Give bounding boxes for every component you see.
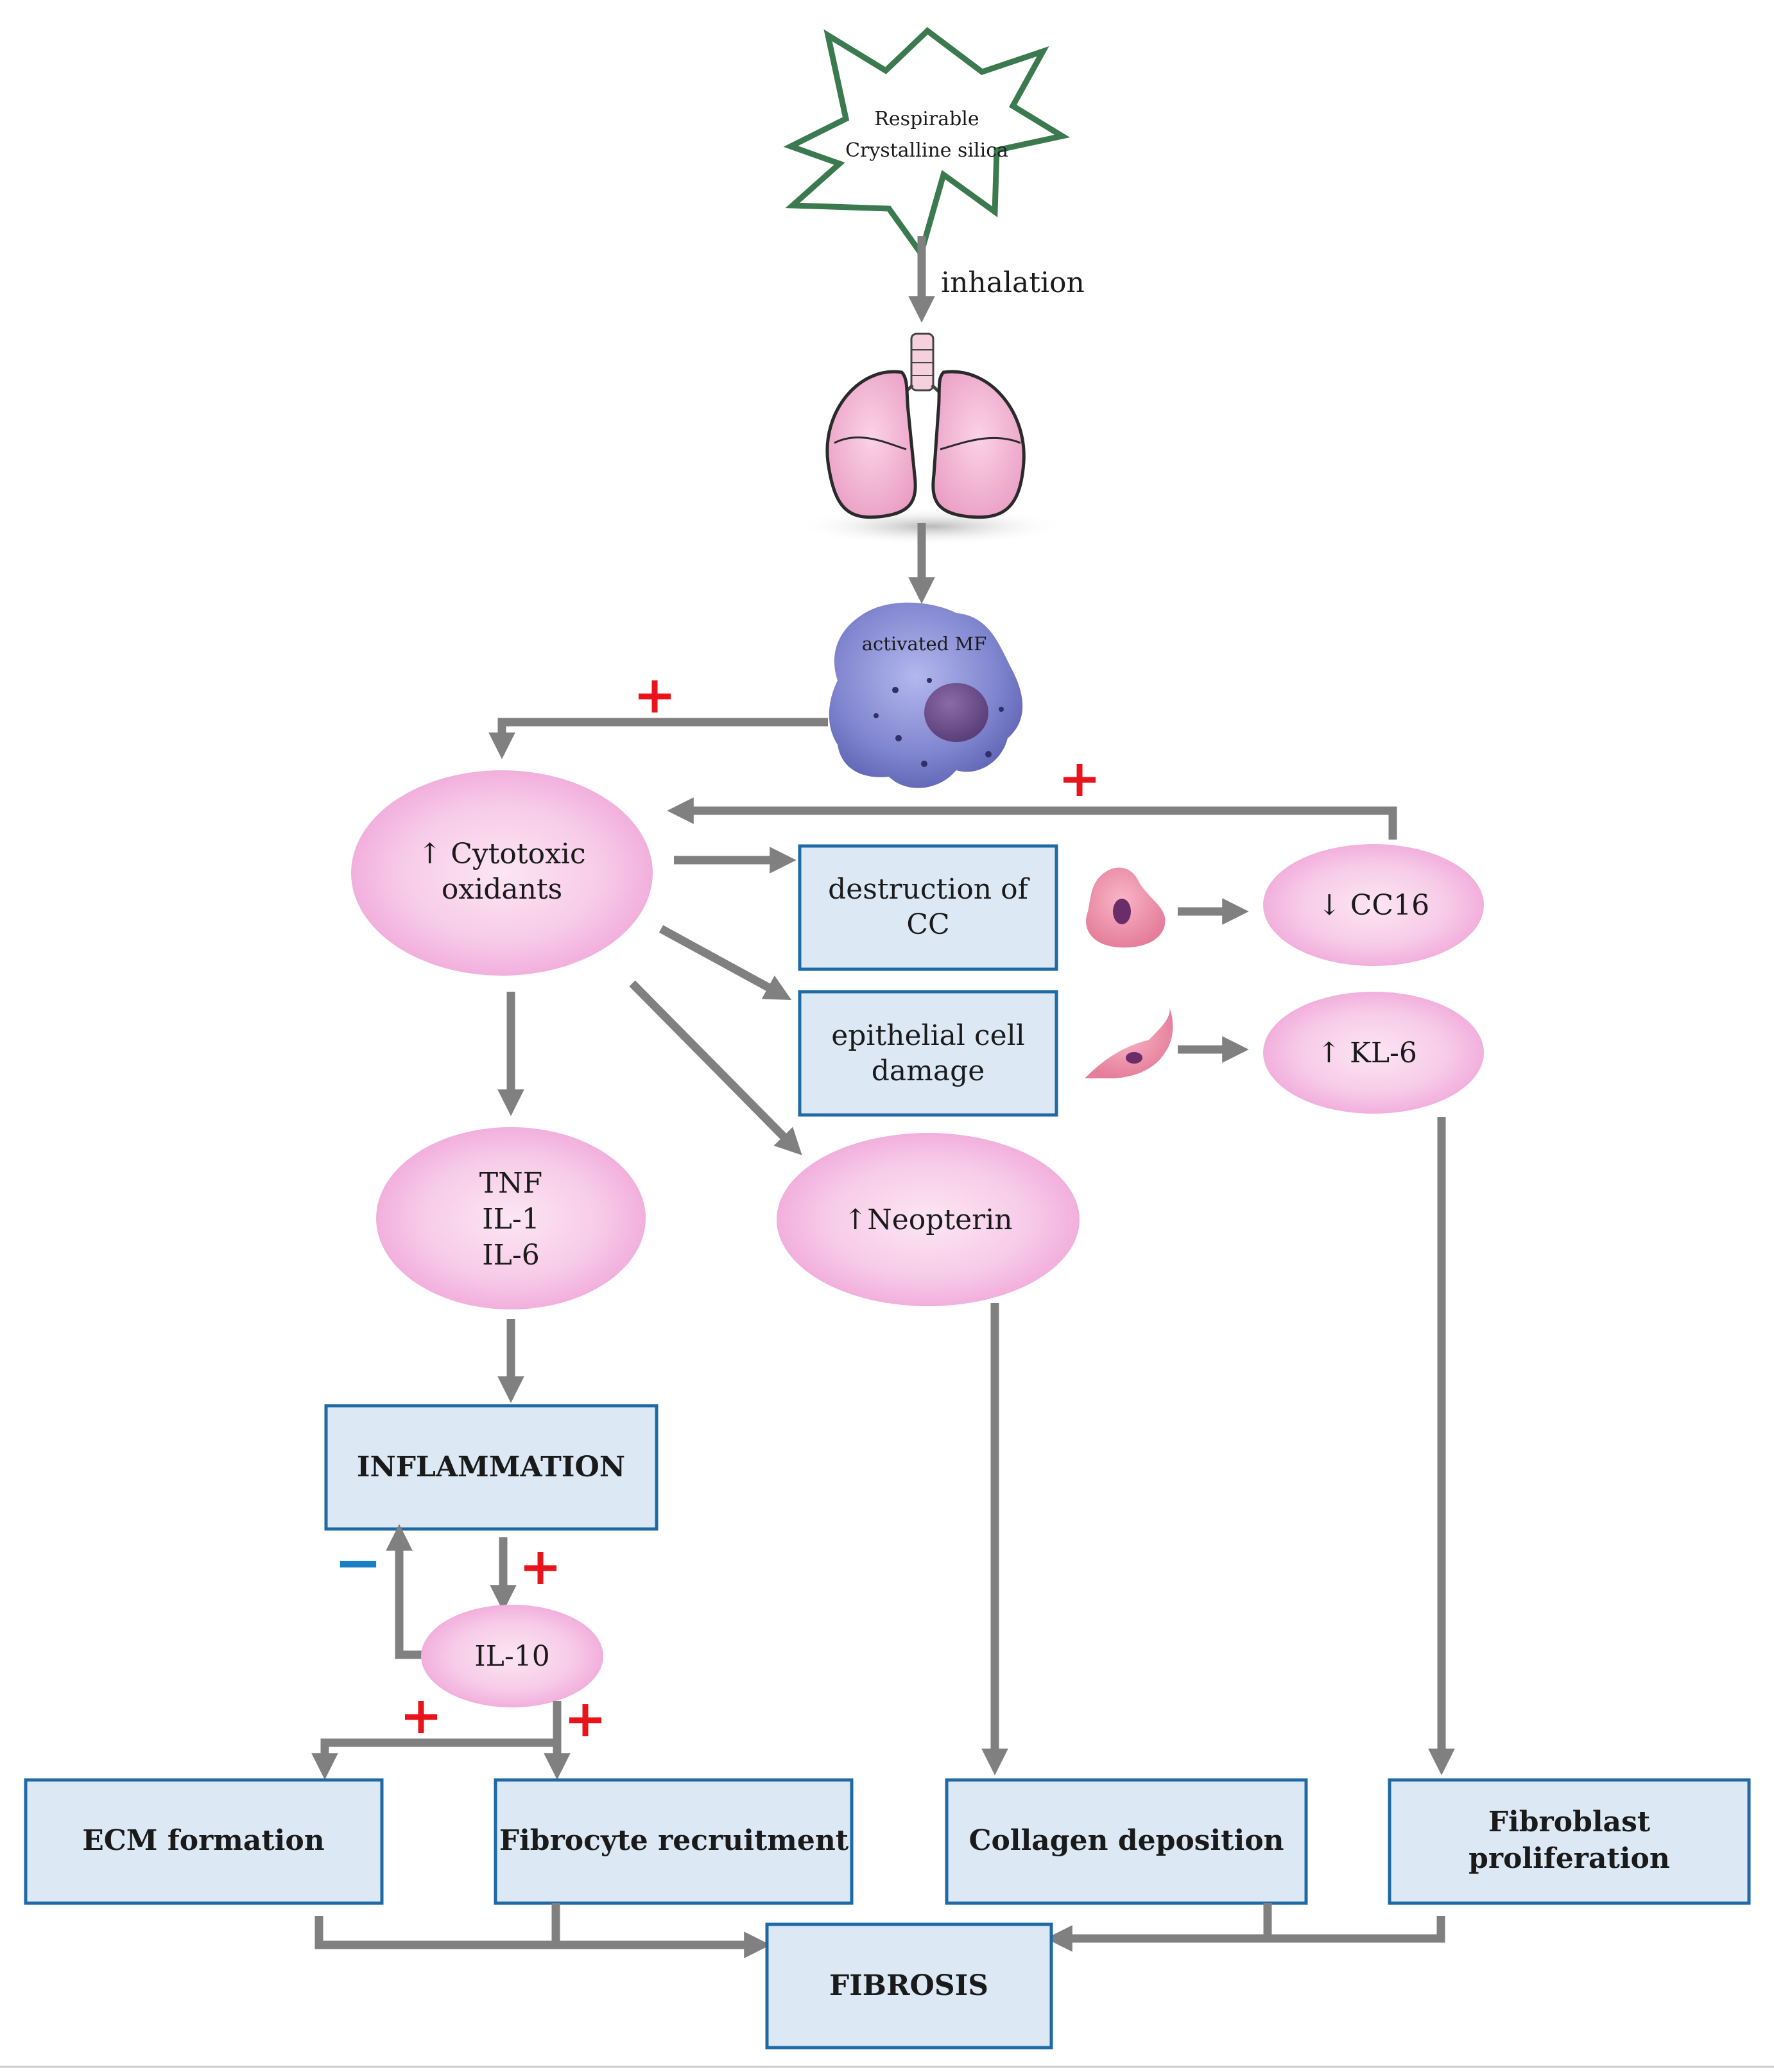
ecm-label: ECM formation	[82, 1824, 324, 1857]
collagen-label: Collagen deposition	[969, 1824, 1284, 1857]
cytokines-label-line3: IL-6	[482, 1239, 539, 1272]
fibroblast-label-line1: Fibroblast	[1488, 1806, 1651, 1838]
plus-sign-ecm: +	[399, 1685, 442, 1745]
club-cell-icon	[1085, 867, 1166, 948]
oxidants-label-line1: ↑ Cytotoxic	[418, 838, 585, 870]
oxidants-label-line2: oxidants	[442, 873, 562, 906]
cytokines-node	[376, 1127, 646, 1309]
fibrosis-label: FIBROSIS	[829, 1969, 988, 2002]
neopterin-node	[777, 1133, 1080, 1306]
fibrosis-box	[765, 1922, 1053, 2050]
fibroblast-proliferation-box	[1388, 1778, 1751, 1905]
cytotoxic-oxidants-node	[351, 770, 653, 976]
lungs-icon	[796, 332, 1065, 546]
fibrocyte-recruitment-box	[494, 1778, 854, 1905]
destruction-of-cc-box	[798, 844, 1058, 971]
plus-sign-inflammation: +	[519, 1536, 562, 1596]
inhalation-label: inhalation	[941, 266, 1085, 299]
silica-label-line2: Crystalline silica	[845, 139, 1008, 162]
plus-sign-macrophage: +	[633, 664, 676, 725]
arrow-cc16-to-oxidants	[667, 797, 1397, 840]
il10-node	[421, 1605, 603, 1707]
destruction-label-line1: destruction of	[828, 873, 1030, 906]
arrow-oxidants-to-epithelial	[659, 925, 792, 1000]
cytokines-label-line1: TNF	[479, 1167, 542, 1200]
epithelial-label-line1: epithelial cell	[831, 1019, 1025, 1052]
arrow-oxidants-to-neopterin	[629, 980, 802, 1155]
kl6-node	[1263, 992, 1484, 1114]
macrophage-icon	[829, 602, 1023, 788]
connector-fibroblast-to-fibrosis	[1046, 1916, 1445, 1952]
arrow-il10-to-ecm	[311, 1701, 562, 1780]
il10-label: IL-10	[474, 1640, 549, 1673]
silica-starburst: Respirable Crystalline silica	[783, 27, 1070, 261]
macrophage-node: activated MF	[829, 602, 1023, 788]
cc16-label: ↓ CC16	[1318, 889, 1429, 922]
ecm-formation-box	[24, 1778, 384, 1905]
arrow-macrophage-to-oxidants	[488, 718, 828, 759]
arrow-il10-inhibits-inflammation	[386, 1524, 429, 1659]
minus-sign-il10: −	[334, 1528, 382, 1596]
inflammation-box	[324, 1404, 659, 1531]
macrophage-nucleus	[924, 683, 988, 742]
connector-ecm-to-fibrosis	[314, 1916, 771, 1958]
macrophage-label: activated MF	[862, 633, 987, 655]
fibrocyte-label: Fibrocyte recruitment	[499, 1824, 849, 1857]
kl6-label: ↑ KL-6	[1317, 1037, 1417, 1069]
cytokines-label-line2: IL-1	[482, 1203, 539, 1236]
neopterin-label: ↑Neopterin	[843, 1204, 1012, 1236]
epithelial-damage-box	[798, 990, 1058, 1117]
silica-label-line1: Respirable	[874, 108, 979, 130]
fibroblast-label-line2: proliferation	[1468, 1842, 1670, 1875]
collagen-deposition-box	[945, 1778, 1308, 1905]
cc16-node	[1263, 844, 1484, 966]
plus-sign-fibrocyte: +	[564, 1688, 607, 1748]
destruction-label-line2: CC	[906, 908, 949, 941]
epithelial-label-line2: damage	[872, 1055, 985, 1087]
plus-sign-cc16: +	[1058, 748, 1101, 808]
inflammation-label: INFLAMMATION	[357, 1451, 625, 1483]
epithelial-cell-icon	[1085, 1008, 1173, 1078]
